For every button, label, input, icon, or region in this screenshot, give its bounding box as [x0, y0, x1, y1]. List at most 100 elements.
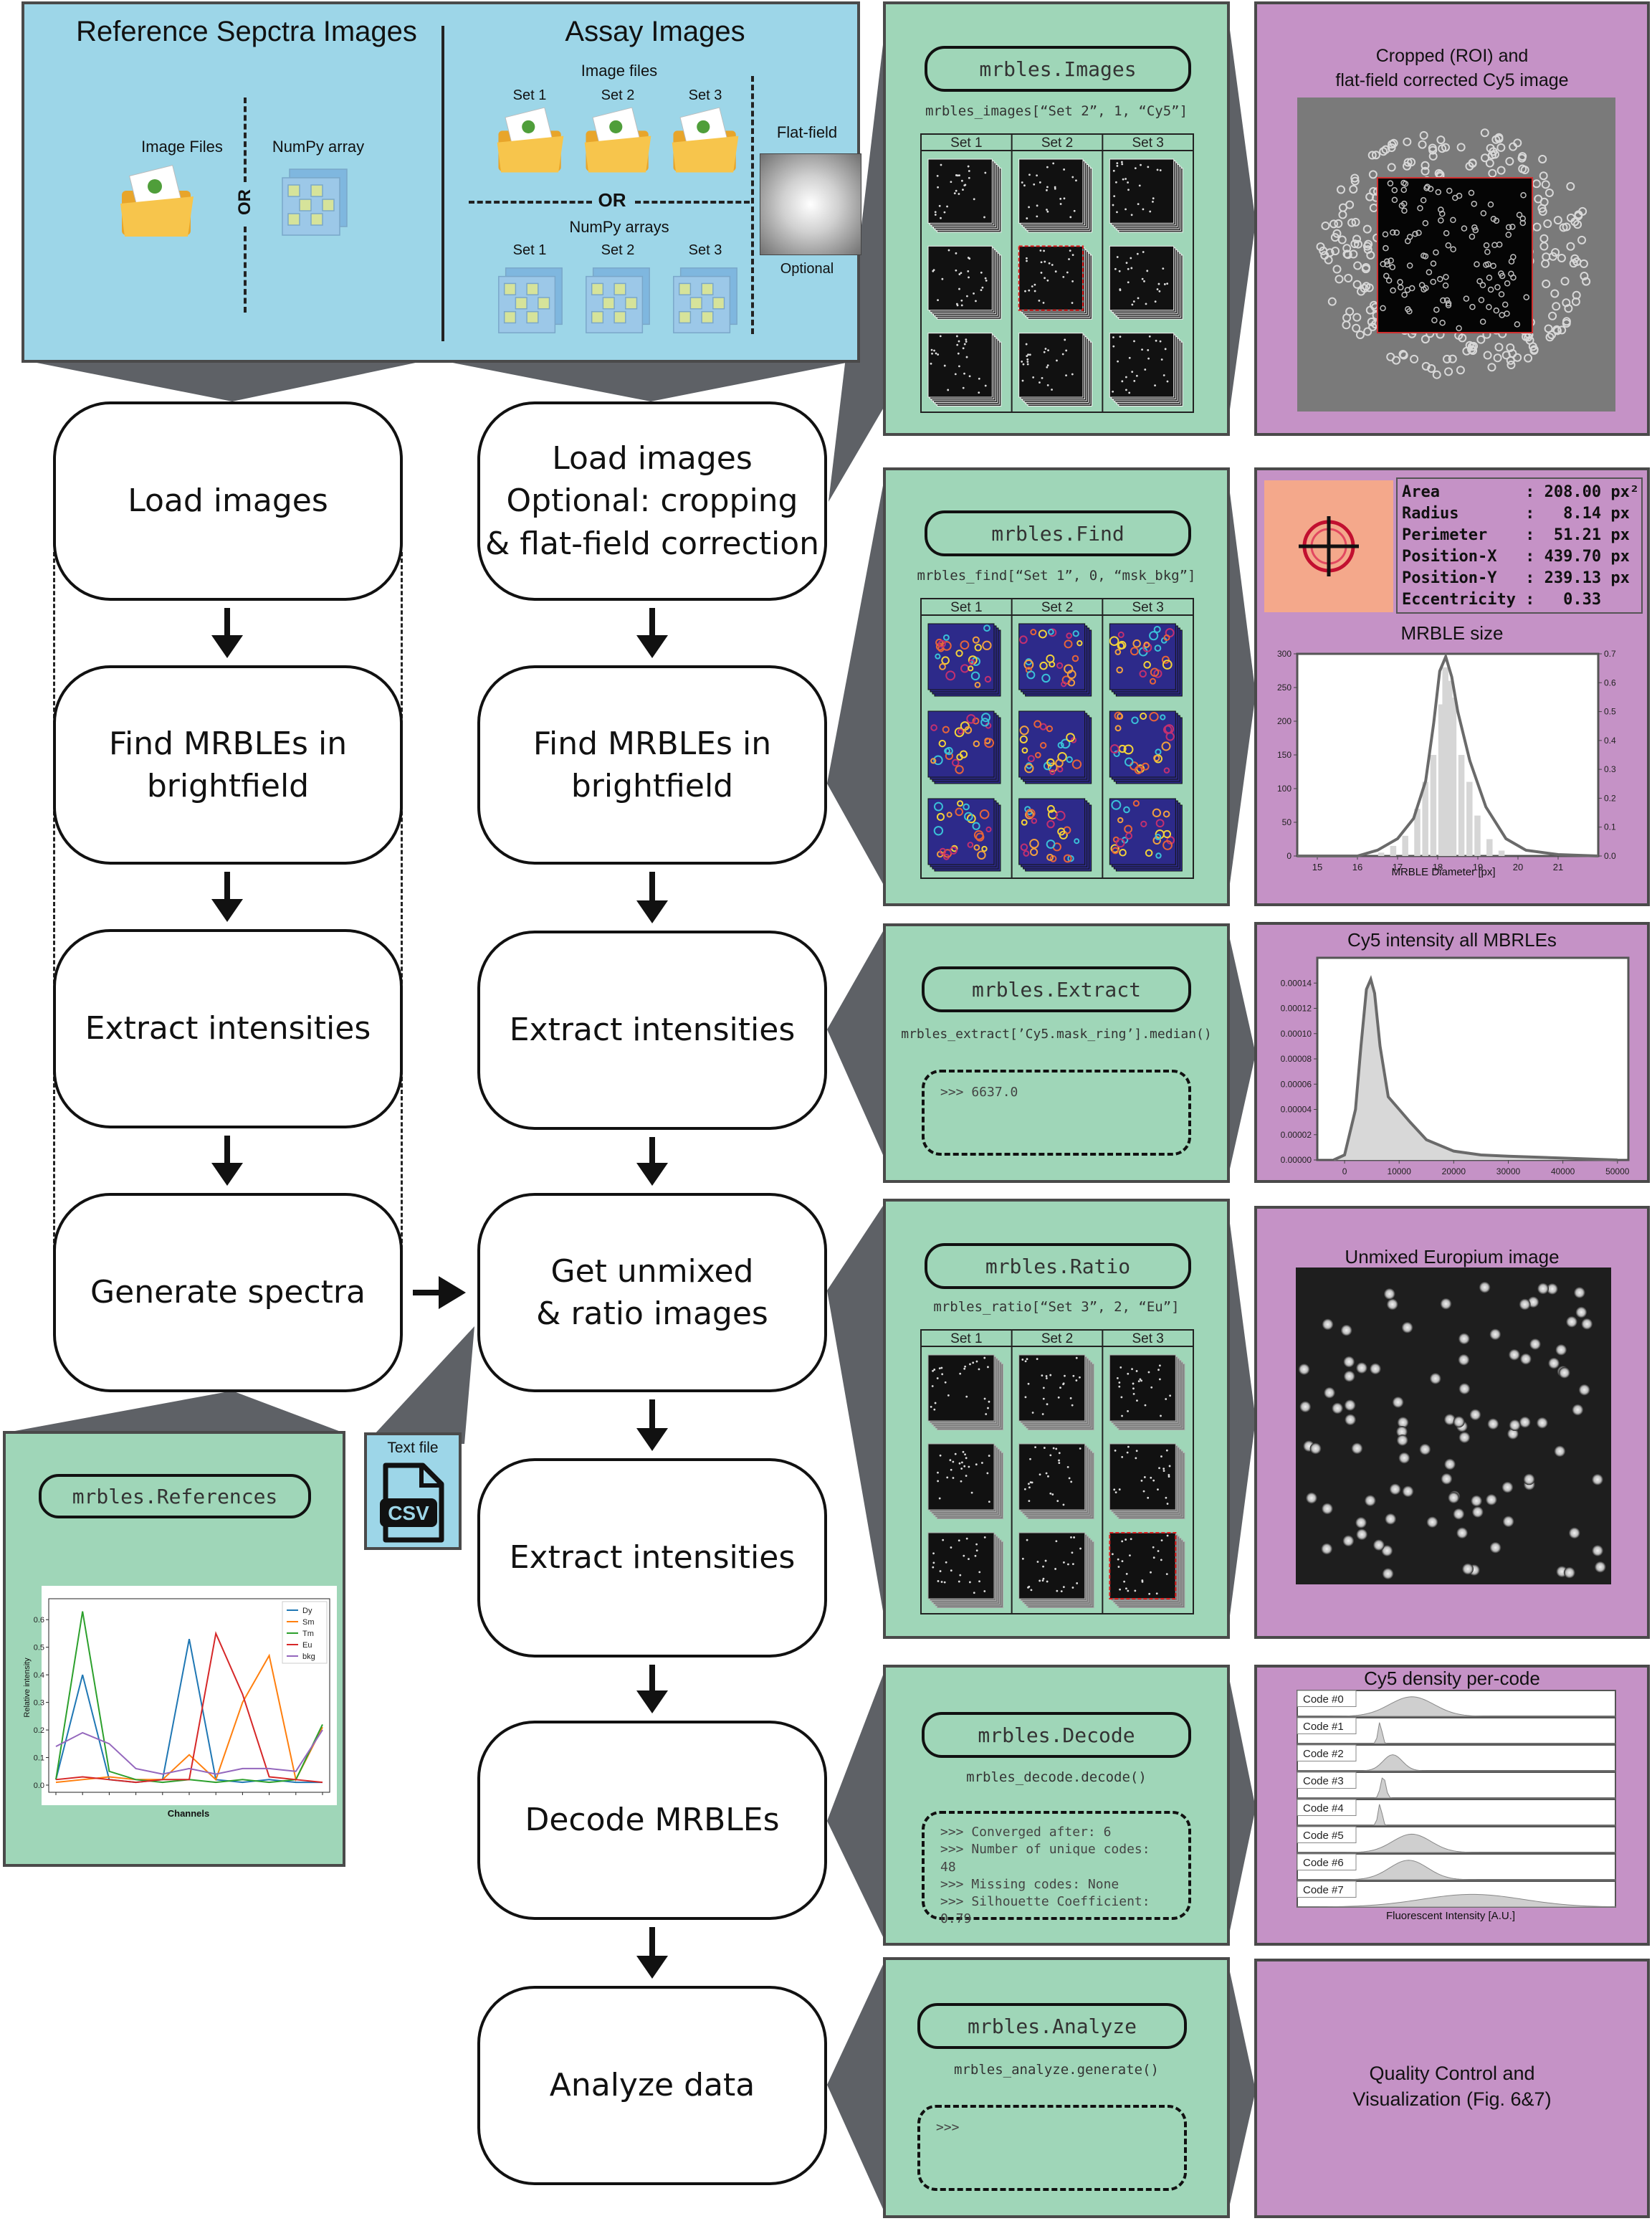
bead-ring: [1421, 252, 1427, 259]
connector-find-result: [1227, 470, 1256, 905]
bead-dot: [1024, 290, 1026, 293]
series-line-Sm: [55, 1653, 323, 1784]
image-stack: [1018, 1532, 1094, 1608]
bead-dot: [1117, 1558, 1119, 1561]
bead-dot: [1047, 1475, 1049, 1478]
bead-spot: [1398, 1452, 1410, 1464]
bead-dot: [933, 349, 935, 352]
bead-outline: [937, 645, 945, 652]
bead-ring: [1406, 262, 1413, 269]
bead-dot: [1025, 343, 1028, 346]
bead-ring: [1391, 196, 1398, 204]
histogram-bar: [1430, 755, 1437, 856]
y-tick-label: 0.5: [34, 1644, 44, 1652]
cropped-image-title: Cropped (ROI) and flat-field corrected C…: [1335, 46, 1569, 90]
bead-ring: [1365, 283, 1374, 293]
bead-outline: [1027, 755, 1035, 763]
bead-dot: [1120, 1396, 1123, 1399]
bead-outline: [945, 670, 956, 681]
bead-spot: [1401, 1321, 1413, 1333]
bead-ring: [1513, 353, 1522, 362]
bead-spot: [1489, 1328, 1501, 1341]
bead-outline: [1019, 635, 1028, 645]
bead-dot: [1142, 251, 1145, 253]
connector-analyze: [827, 1959, 886, 2215]
bead-dot: [1059, 1387, 1061, 1389]
bead-dot: [941, 1373, 944, 1376]
bead-dot: [1028, 289, 1031, 292]
code-label: Code #1: [1303, 1721, 1344, 1733]
bead-dot: [1055, 1540, 1058, 1543]
bead-dot: [1040, 272, 1043, 274]
bead-outline: [1057, 827, 1066, 836]
bead-ring: [1437, 276, 1443, 282]
bead-ring: [1349, 184, 1358, 194]
bead-ring: [1431, 317, 1438, 323]
bead-dot: [963, 343, 966, 346]
bead-ring: [1448, 354, 1457, 363]
bead-ring: [1403, 161, 1412, 171]
step-analyze-data: Analyze data: [477, 1986, 827, 2185]
bead-dot: [1166, 282, 1169, 285]
bead-outline: [1130, 647, 1139, 656]
image-stack: [1018, 245, 1093, 320]
bead-dot: [954, 373, 957, 376]
bead-outline: [1114, 725, 1122, 732]
bead-dot: [968, 1581, 971, 1584]
bead-ring: [1534, 194, 1543, 204]
density-xlabel: Fluorescent Intensity [A.U.]: [1385, 1910, 1516, 1922]
bead-dot: [1026, 355, 1028, 358]
bead-dot: [1071, 373, 1074, 376]
x-tick-label: 40000: [1551, 1166, 1575, 1176]
bead-ring: [1478, 297, 1485, 303]
bead-dot: [1121, 163, 1124, 166]
y-tick-label: 0.0: [34, 1782, 44, 1790]
bead-ring: [1471, 201, 1478, 207]
bead-dot: [1118, 1385, 1121, 1388]
bead-ring: [1541, 180, 1550, 189]
bead-dot: [980, 289, 983, 291]
bead-dot: [1168, 1473, 1170, 1476]
images-function-label: mrbles.Images: [925, 46, 1191, 92]
bead-outline: [1046, 725, 1054, 733]
bead-ring: [1355, 330, 1365, 339]
histogram-bar: [1442, 667, 1448, 856]
bead-ring: [1456, 325, 1462, 332]
bead-spot: [1389, 1483, 1401, 1495]
selected-image-highlight: [1018, 245, 1084, 311]
bead-outline: [1161, 655, 1170, 664]
bead-outline: [964, 726, 973, 734]
x-tick-label: 16: [1352, 862, 1362, 872]
bead-spot: [1572, 1404, 1584, 1416]
bead-spot: [1461, 1563, 1474, 1575]
bead-dot: [1134, 1589, 1137, 1592]
bead-ring: [1487, 286, 1494, 293]
bead-dot: [1111, 1553, 1114, 1556]
extract-code-panel: mrbles.Extract mrbles_extract[’Cy5.mask_…: [883, 923, 1230, 1183]
bead-spot: [1479, 1281, 1491, 1293]
y-right-tick-label: 0.2: [1604, 793, 1616, 803]
y-tick-label: 0.6: [34, 1616, 44, 1625]
y-tick-label: 0.00008: [1281, 1054, 1312, 1064]
bead-dot: [940, 217, 942, 219]
bead-outline: [955, 807, 964, 817]
bead-ring: [1545, 333, 1555, 342]
bead-ring: [1471, 224, 1478, 231]
bead-outline: [1066, 733, 1075, 742]
bead-ring: [1404, 287, 1411, 293]
bead-spot: [1558, 1366, 1570, 1379]
bead-dot: [1065, 374, 1067, 377]
code-density-fill: [1297, 1696, 1615, 1717]
code-label: Code #3: [1303, 1775, 1344, 1787]
bead-ring: [1443, 297, 1451, 304]
bead-ring: [1412, 231, 1418, 237]
bead-dot: [1066, 271, 1069, 274]
bead-outline: [1125, 832, 1133, 840]
bead-dot: [1159, 340, 1162, 343]
bead-dot: [1158, 1378, 1161, 1381]
extract-function-label: mrbles.Extract: [922, 966, 1191, 1012]
bead-dot: [1136, 1399, 1138, 1402]
csv-label: CSV: [388, 1502, 429, 1524]
bead-dot: [947, 249, 950, 252]
